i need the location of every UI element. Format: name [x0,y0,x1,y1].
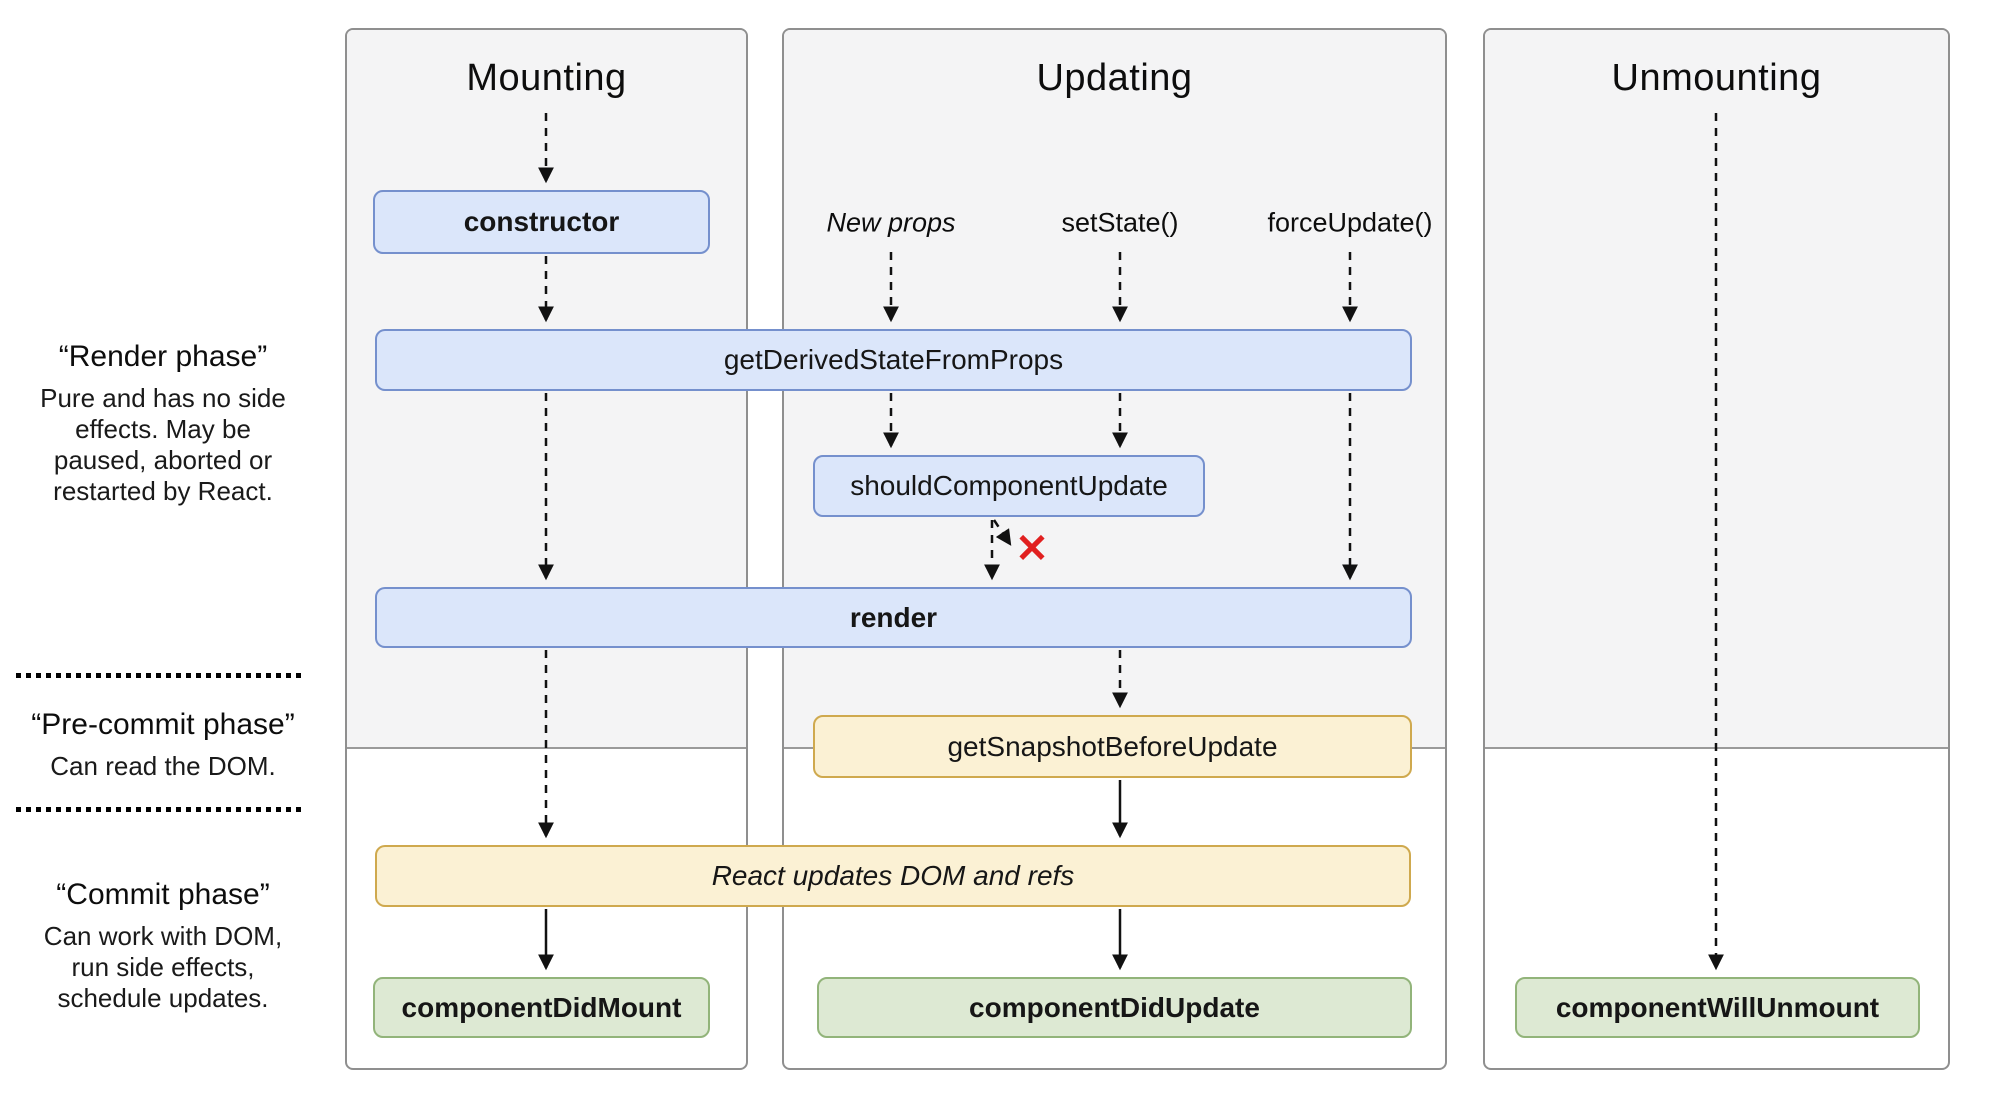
node-constructor: constructor [373,190,710,254]
precommit-phase-title: “Pre-commit phase” [31,708,295,741]
render-phase-line: paused, aborted or [53,445,273,475]
node-should-component-update: shouldComponentUpdate [813,455,1205,517]
column-title-unmounting: Unmounting [1611,57,1822,99]
node-component-did-update: componentDidUpdate [817,977,1412,1038]
trigger-set-state: setState() [1061,207,1179,238]
node-get-snapshot-before-update: getSnapshotBeforeUpdate [813,715,1412,778]
sidebar-section-render-phase: “Render phase” Pure and has no side effe… [10,340,316,507]
node-component-did-mount: componentDidMount [373,977,710,1038]
unmounting-render-phase-zone [1485,30,1948,749]
node-get-derived-state-from-props: getDerivedStateFromProps [375,329,1412,391]
commit-phase-line: Can work with DOM, [43,921,283,951]
abort-x-icon: ✕ [1015,527,1049,571]
mounting-panel [345,28,748,1070]
render-phase-line: effects. May be [75,414,251,444]
node-react-updates-dom-and-refs: React updates DOM and refs [375,845,1411,907]
updating-panel [782,28,1447,1070]
trigger-force-update: forceUpdate() [1267,207,1433,238]
unmounting-panel [1483,28,1950,1070]
render-phase-line: Pure and has no side [40,383,286,413]
commit-phase-line: schedule updates. [57,983,269,1013]
precommit-phase-line: Can read the DOM. [50,751,276,781]
node-render: render [375,587,1412,648]
commit-phase-title: “Commit phase” [56,878,270,911]
column-title-updating: Updating [1036,57,1193,99]
sidebar-section-commit-phase: “Commit phase” Can work with DOM, run si… [10,878,316,1014]
commit-phase-line: run side effects, [71,952,255,982]
trigger-new-props: New props [826,207,956,238]
dotted-divider [16,673,304,678]
render-phase-line: restarted by React. [53,476,273,506]
dotted-divider [16,807,304,812]
column-title-mounting: Mounting [466,57,627,99]
sidebar-section-precommit-phase: “Pre-commit phase” Can read the DOM. [10,708,316,782]
render-phase-title: “Render phase” [58,340,268,373]
node-component-will-unmount: componentWillUnmount [1515,977,1920,1038]
